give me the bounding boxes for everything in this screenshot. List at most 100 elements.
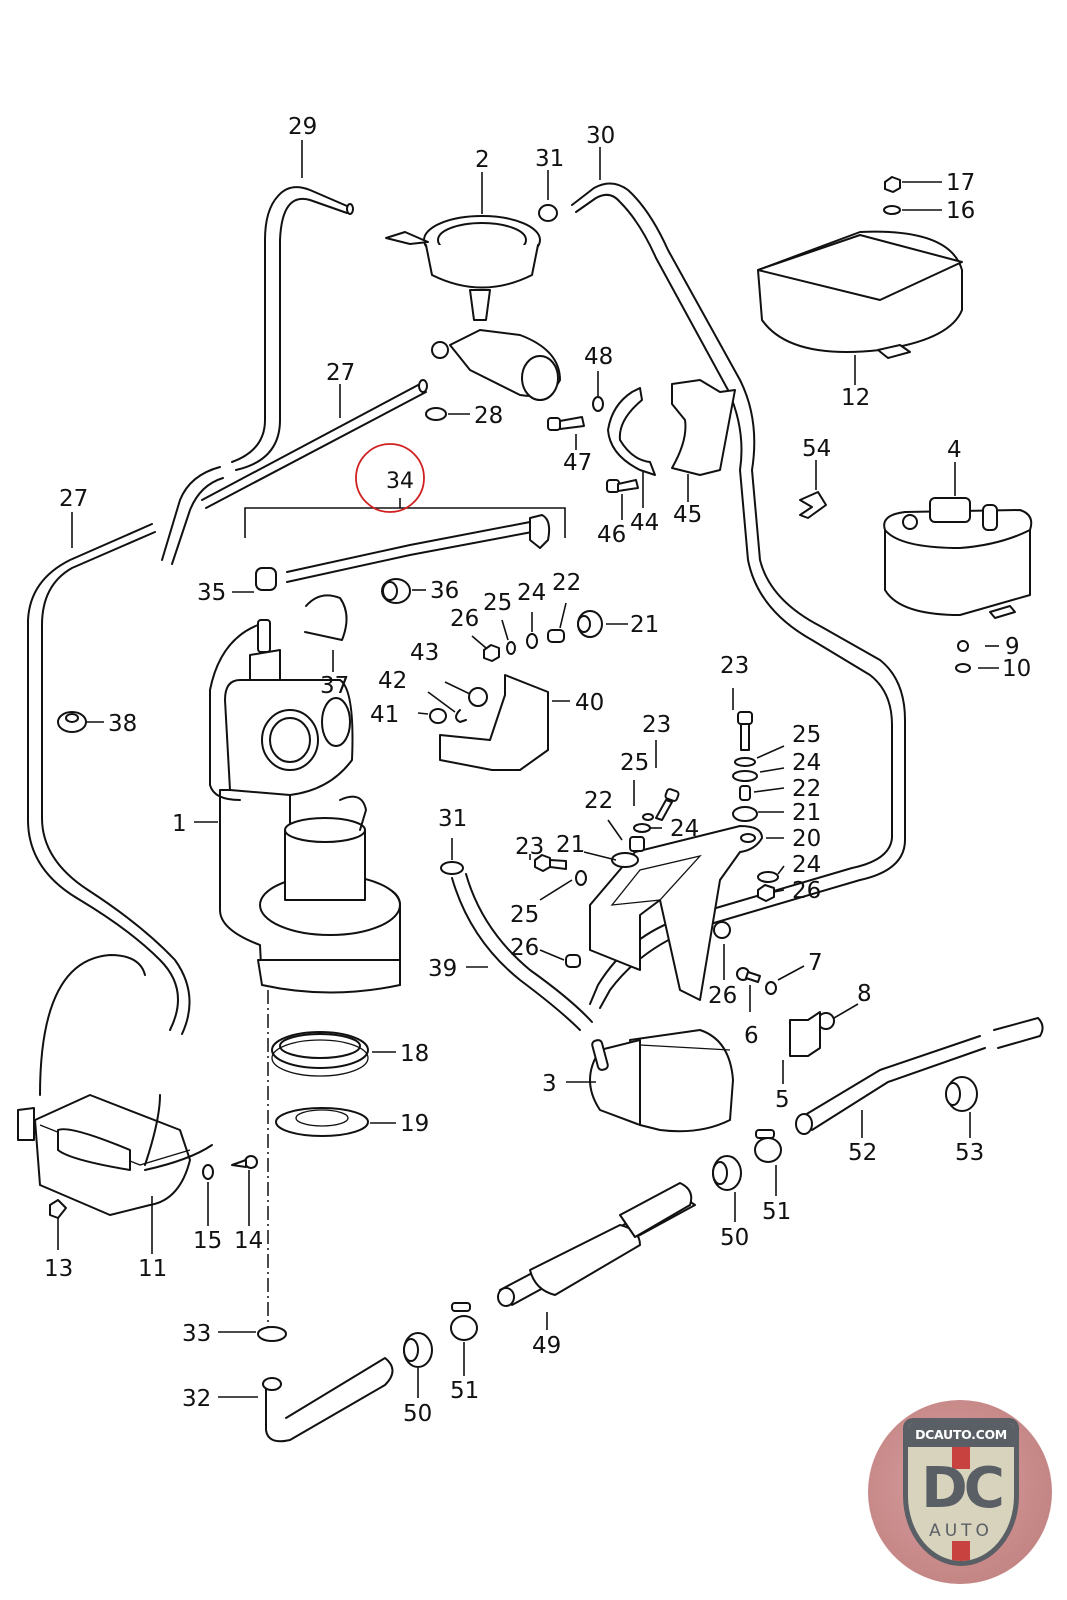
callout-15: 15 bbox=[193, 1228, 222, 1254]
washer-24-low bbox=[757, 871, 779, 883]
screw-14 bbox=[231, 1155, 258, 1169]
nut-26-left bbox=[565, 954, 581, 968]
washer-24-right bbox=[732, 770, 758, 782]
washer-24-row1 bbox=[526, 633, 538, 649]
callout-22-mid: 22 bbox=[584, 788, 613, 814]
callout-51-upper: 51 bbox=[762, 1199, 791, 1225]
nut-26-low bbox=[757, 884, 775, 902]
callout-44: 44 bbox=[630, 510, 659, 536]
sleeve-53 bbox=[945, 1076, 978, 1112]
callout-22-row1: 22 bbox=[552, 570, 581, 596]
callout-6: 6 bbox=[744, 1023, 759, 1049]
nut-43 bbox=[468, 687, 488, 707]
callout-25-right: 25 bbox=[792, 722, 821, 748]
bracket-40 bbox=[439, 674, 549, 771]
bolt-23-mid bbox=[655, 788, 680, 821]
callout-54: 54 bbox=[802, 436, 831, 462]
callout-39: 39 bbox=[428, 956, 457, 982]
callout-13: 13 bbox=[44, 1256, 73, 1282]
callout-2: 2 bbox=[475, 147, 490, 173]
nut-26-row1 bbox=[483, 644, 500, 662]
sleeve-22-mid bbox=[629, 836, 645, 852]
pipe-32 bbox=[262, 1357, 394, 1443]
dcauto-watermark-logo: DCAUTO.COM DC AUTO bbox=[868, 1400, 1052, 1584]
highlight-circle-34 bbox=[355, 443, 425, 513]
part-3-pump bbox=[589, 1029, 734, 1133]
callout-24-right: 24 bbox=[792, 750, 821, 776]
callout-27-upper: 27 bbox=[326, 360, 355, 386]
filter-19 bbox=[275, 1107, 369, 1137]
callout-31: 31 bbox=[535, 146, 564, 172]
callout-49: 49 bbox=[532, 1333, 561, 1359]
clamp-28 bbox=[425, 407, 447, 421]
washer-24-mid bbox=[633, 823, 651, 833]
bolt-6 bbox=[736, 967, 761, 983]
callout-28: 28 bbox=[474, 403, 503, 429]
bolt-23-right bbox=[737, 711, 753, 751]
callout-30: 30 bbox=[586, 123, 615, 149]
logo-band bbox=[908, 1423, 1014, 1447]
callout-37: 37 bbox=[320, 673, 349, 699]
callout-29: 29 bbox=[288, 114, 317, 140]
hose-27-left bbox=[27, 523, 191, 1035]
callout-43: 43 bbox=[410, 640, 439, 666]
clamp-31-top bbox=[538, 204, 558, 222]
callout-35: 35 bbox=[197, 580, 226, 606]
callout-23-right: 23 bbox=[720, 653, 749, 679]
logo-brand-text: DC bbox=[921, 1456, 1005, 1521]
callout-26-left: 26 bbox=[510, 935, 539, 961]
sleeve-50-lower bbox=[403, 1332, 433, 1368]
grommet-38 bbox=[57, 711, 87, 733]
callout-5: 5 bbox=[775, 1087, 790, 1113]
callout-24-row1: 24 bbox=[517, 580, 546, 606]
callout-10: 10 bbox=[1002, 656, 1031, 682]
callout-24-mid: 24 bbox=[670, 816, 699, 842]
callout-7: 7 bbox=[808, 950, 823, 976]
hose-29 bbox=[161, 186, 354, 565]
callout-25-left: 25 bbox=[510, 902, 539, 928]
washer-15 bbox=[202, 1164, 214, 1180]
part-11-coil bbox=[17, 954, 213, 1216]
callout-18: 18 bbox=[400, 1041, 429, 1067]
callout-46: 46 bbox=[597, 522, 626, 548]
muffler-49 bbox=[497, 1182, 696, 1307]
logo-sub-text: AUTO bbox=[929, 1521, 993, 1541]
clamp-31-mid bbox=[440, 861, 464, 875]
callout-47: 47 bbox=[563, 450, 592, 476]
logo-shield: DCAUTO.COM DC AUTO bbox=[903, 1418, 1019, 1566]
clamp-51-lower bbox=[450, 1302, 478, 1341]
grommet-21-row1 bbox=[577, 610, 603, 638]
washer-25-mid bbox=[642, 813, 654, 821]
callout-25-mid: 25 bbox=[620, 750, 649, 776]
callout-41: 41 bbox=[370, 702, 399, 728]
callout-27-left: 27 bbox=[59, 486, 88, 512]
callout-26-row1: 26 bbox=[450, 606, 479, 632]
callout-34: 34 bbox=[386, 469, 414, 494]
hose-30 bbox=[571, 182, 906, 1009]
bolt-47 bbox=[547, 416, 585, 431]
sleeve-22-row1 bbox=[547, 629, 565, 643]
callout-53: 53 bbox=[955, 1140, 984, 1166]
grommet-36 bbox=[381, 578, 411, 604]
washer-48 bbox=[592, 396, 604, 412]
callout-51-lower: 51 bbox=[450, 1378, 479, 1404]
callout-50-upper: 50 bbox=[720, 1225, 749, 1251]
callout-38: 38 bbox=[108, 711, 137, 737]
part-2-intake bbox=[385, 215, 561, 401]
part-12-box bbox=[757, 230, 963, 359]
callout-19: 19 bbox=[400, 1111, 429, 1137]
washer-25-left bbox=[575, 870, 587, 886]
logo-stripe-top bbox=[952, 1447, 970, 1469]
callout-21-mid: 21 bbox=[556, 832, 585, 858]
callout-36: 36 bbox=[430, 578, 459, 604]
callout-26-low: 26 bbox=[792, 878, 821, 904]
clamp-44-45 bbox=[607, 379, 736, 476]
callout-23-left: 23 bbox=[515, 834, 544, 860]
nut-9 bbox=[957, 640, 969, 652]
callout-16: 16 bbox=[946, 198, 975, 224]
part-5-switch bbox=[789, 1011, 821, 1057]
callout-labels: 29 2 31 30 17 16 12 27 28 48 47 34 54 4 … bbox=[44, 114, 1031, 1427]
callout-11: 11 bbox=[138, 1256, 167, 1282]
washer-7 bbox=[765, 981, 777, 995]
